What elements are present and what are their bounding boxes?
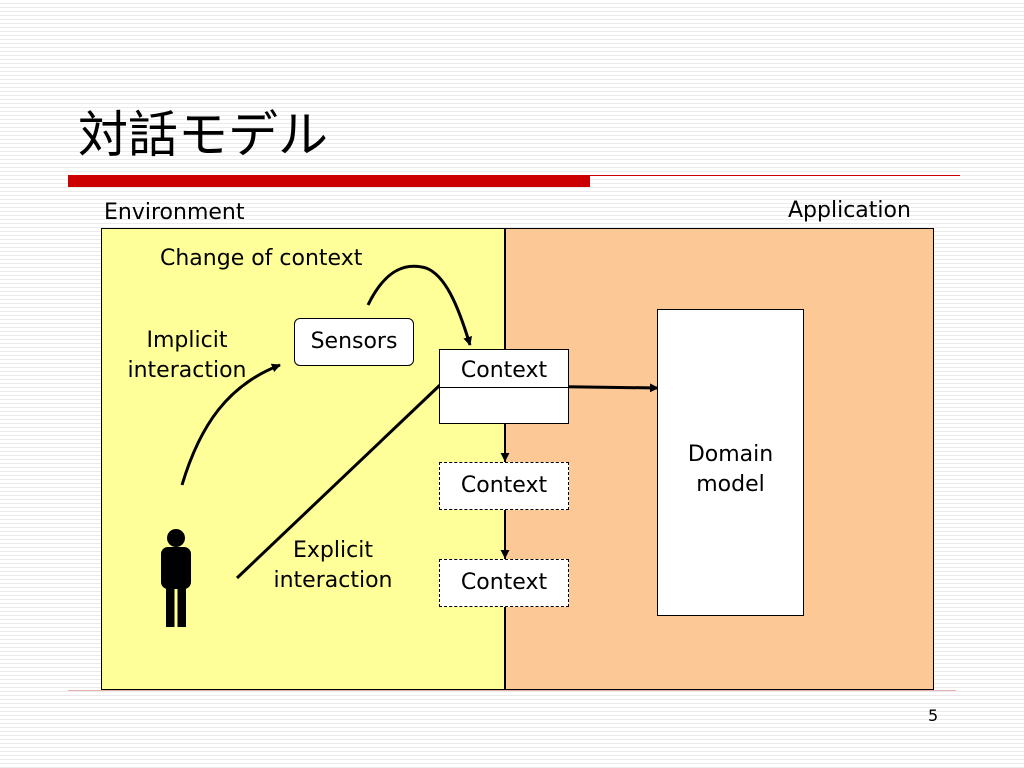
context-box-divider (440, 387, 568, 388)
person-icon (161, 529, 191, 627)
sensors-box: Sensors (294, 318, 414, 366)
context-box-next: Context (439, 462, 569, 510)
context-label: Context (460, 570, 548, 595)
page-number: 5 (928, 706, 939, 725)
explicit-interaction-label: Explicit interaction (273, 538, 393, 593)
domain-model-label: Domain model (687, 442, 774, 497)
context-label: Context (460, 473, 548, 498)
domain-model-box: Domain model (657, 309, 804, 616)
implicit-interaction-arrow (180, 363, 281, 486)
change-of-context-label: Change of context (160, 246, 363, 271)
title-underline-thin (590, 175, 960, 176)
context-box-current: Context (439, 349, 569, 424)
footer-rule (68, 690, 956, 691)
implicit-interaction-label: Implicit interaction (127, 328, 247, 383)
title-underline (68, 175, 590, 187)
slide-title: 対話モデル (78, 106, 328, 164)
explicit-interaction-line (235, 383, 442, 580)
change-of-context-arrow (366, 264, 472, 346)
sensors-label: Sensors (310, 329, 398, 354)
application-label: Application (788, 198, 911, 223)
context-box-future: Context (439, 559, 569, 607)
context-label: Context (460, 358, 548, 383)
environment-label: Environment (104, 200, 245, 225)
